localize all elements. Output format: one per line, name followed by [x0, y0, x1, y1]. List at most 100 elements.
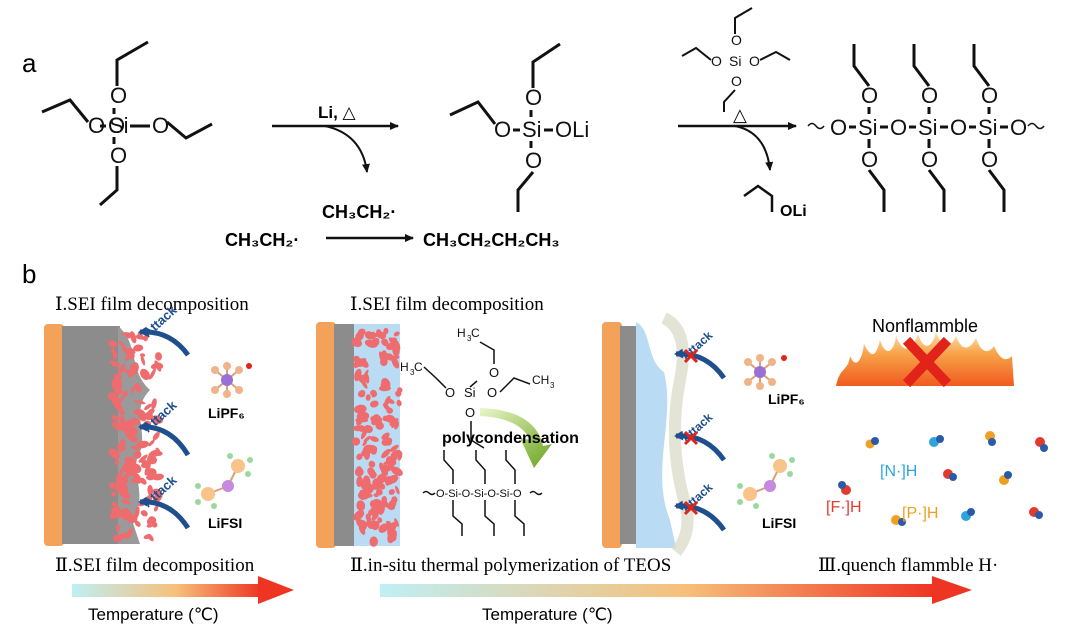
- sei-fragment: [372, 499, 382, 506]
- sei-fragment: [389, 417, 396, 427]
- reaction1-condition: Li, △: [318, 103, 357, 122]
- svg-text:O: O: [110, 143, 127, 168]
- panel-b-label: b: [22, 259, 36, 289]
- sei-fragment: [384, 476, 389, 486]
- svg-text:Si: Si: [858, 115, 878, 140]
- sei-fragment: [124, 332, 129, 338]
- sei-fragment: [113, 534, 120, 540]
- sei-fragment: [131, 446, 139, 450]
- step1-title-mid: Ⅰ.SEI film decomposition: [350, 294, 544, 315]
- svg-text:CH: CH: [532, 373, 549, 387]
- sei-fragment: [139, 477, 147, 485]
- svg-text:O: O: [861, 147, 878, 172]
- svg-text:O: O: [525, 85, 542, 110]
- sei-fragment: [374, 337, 380, 346]
- sei-fragment: [362, 441, 367, 446]
- lifsi-label-2: LiFSI: [762, 515, 796, 531]
- sei-fragment: [356, 500, 366, 512]
- sei-fragment: [140, 510, 148, 517]
- sei-fragment: [152, 473, 164, 481]
- sei-fragment: [115, 524, 120, 533]
- step1-title-left: Ⅰ.SEI film decomposition: [55, 294, 249, 315]
- oli-group: OLi: [555, 117, 589, 142]
- sei-fragment: [154, 360, 162, 372]
- sei-fragment: [108, 448, 120, 459]
- temperature-label-right: Temperature (℃): [482, 605, 613, 624]
- sei-fragment: [111, 501, 118, 507]
- sei-fragment: [363, 369, 369, 379]
- svg-text:3: 3: [467, 334, 472, 343]
- polysiloxane-chain: O Si O Si O Si O O O O O O O: [807, 44, 1045, 212]
- sei-fragment: [119, 422, 132, 432]
- radical-f-label: [F·]H: [826, 499, 862, 516]
- sei-fragment: [112, 351, 118, 360]
- reaction-arrow-1: Li, △: [272, 103, 399, 173]
- sei-fragment: [148, 449, 161, 458]
- sei-fragment: [123, 368, 131, 373]
- sei-fragment: [378, 385, 391, 392]
- sei-fragment: [388, 355, 400, 361]
- sei-fragment: [118, 340, 125, 346]
- sei-fragment: [109, 482, 116, 489]
- sei-fragment: [376, 329, 382, 337]
- sei-fragment: [118, 366, 124, 374]
- blocked-cross-icon: [683, 348, 699, 364]
- svg-text:O: O: [890, 115, 907, 140]
- sei-fragment: [146, 468, 157, 477]
- sei-fragment: [132, 463, 142, 474]
- reaction2-condition: △: [733, 105, 747, 125]
- teos-molecule: O O O O O Si: [41, 40, 213, 207]
- sei-fragment: [149, 368, 156, 380]
- svg-text:O: O: [1010, 115, 1027, 140]
- sei-fragment: [111, 395, 120, 407]
- sei-fragment: [133, 450, 142, 459]
- svg-text:C: C: [414, 360, 423, 374]
- sei-fragment: [128, 347, 136, 354]
- sei-fragment: [119, 416, 125, 422]
- svg-text:O: O: [921, 147, 938, 172]
- cross-icon: [902, 336, 952, 388]
- sei-fragment: [388, 489, 395, 495]
- svg-text:O: O: [110, 83, 127, 108]
- svg-text:O: O: [861, 83, 878, 108]
- svg-text:O: O: [487, 385, 497, 400]
- svg-text:H: H: [457, 326, 466, 340]
- svg-text:O-Si-O-Si-O-Si-O: O-Si-O-Si-O-Si-O: [436, 488, 522, 500]
- sei-fragment: [146, 524, 153, 528]
- sei-fragment: [396, 399, 402, 407]
- sei-fragment: [129, 331, 137, 344]
- sei-fragment: [353, 510, 365, 521]
- sei-fragment: [153, 505, 159, 512]
- lipf6-molecule-icon: [744, 354, 787, 390]
- blocked-cross-icon: [683, 500, 699, 516]
- svg-text:O: O: [731, 73, 742, 89]
- sei-fragment: [154, 352, 163, 361]
- sei-fragment: [381, 338, 389, 347]
- svg-text:O: O: [489, 365, 499, 380]
- sei-fragment: [136, 440, 150, 449]
- ethyl-radical-1: CH₃CH₂·: [225, 230, 299, 250]
- sei-fragment: [111, 415, 120, 421]
- sei-fragment: [360, 520, 368, 529]
- sei-fragment: [390, 444, 399, 452]
- sei-fragment: [369, 436, 379, 442]
- svg-text:O: O: [494, 117, 511, 142]
- sei-fragment: [146, 517, 153, 526]
- sei-fragment: [120, 439, 126, 447]
- sei-fragment: [112, 376, 121, 386]
- sei-fragment: [118, 445, 126, 453]
- oli-side-product: OLi: [780, 203, 807, 220]
- sei-fragment: [126, 428, 136, 441]
- temperature-label-left: Temperature (℃): [88, 605, 219, 624]
- svg-text:O: O: [525, 148, 542, 173]
- sei-fragment: [118, 409, 125, 416]
- svg-text:O: O: [711, 53, 722, 69]
- sei-fragment: [140, 368, 150, 381]
- sei-fragment: [391, 418, 399, 428]
- radical-n-label: [N·]H: [880, 463, 917, 480]
- svg-text:O: O: [731, 32, 742, 48]
- sei-fragment: [377, 517, 383, 523]
- sei-fragment: [368, 331, 377, 340]
- svg-text:3: 3: [550, 381, 555, 390]
- sei-fragment: [129, 364, 137, 374]
